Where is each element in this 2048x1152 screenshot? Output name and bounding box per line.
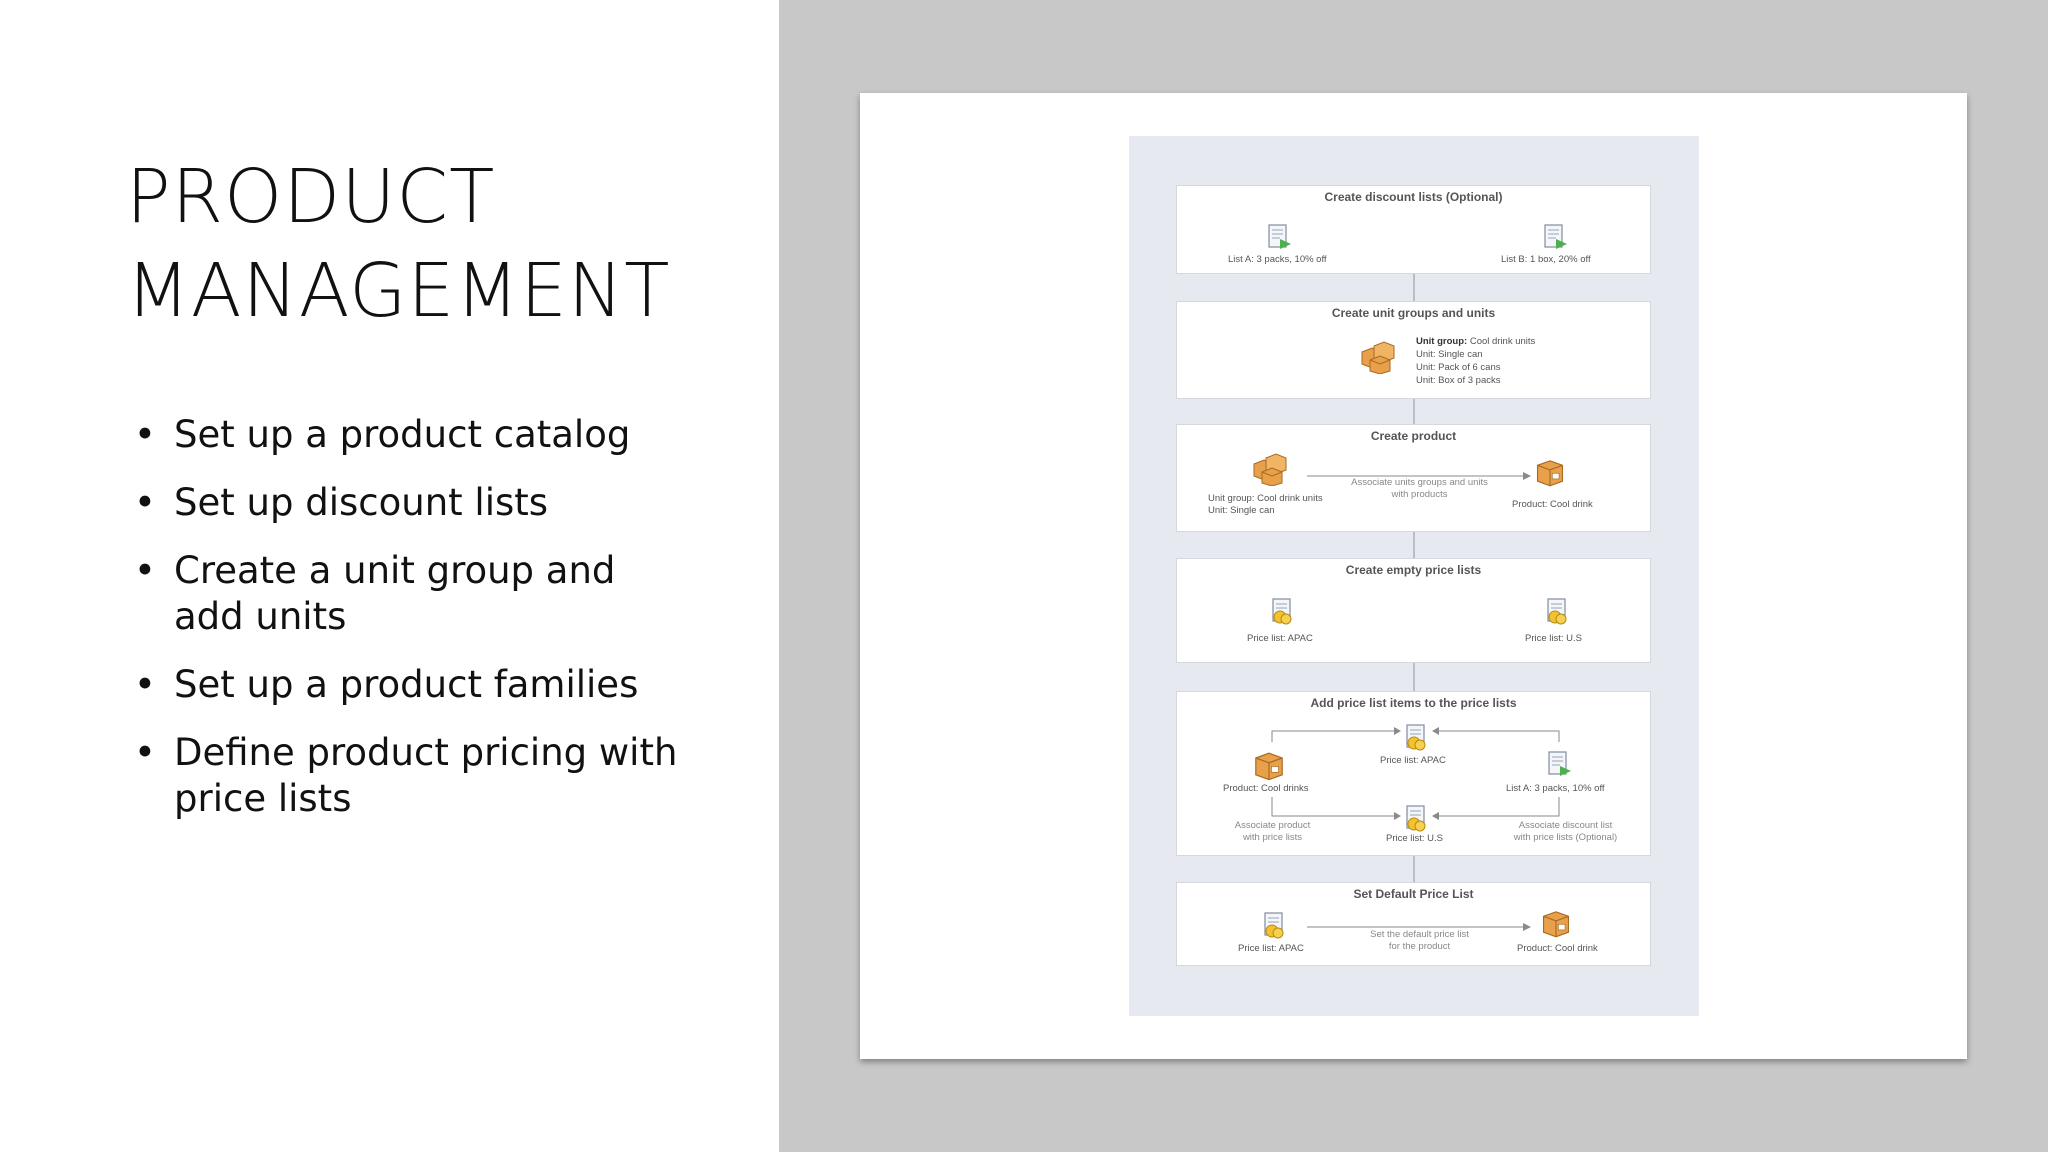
document-arrow-icon xyxy=(1540,222,1570,252)
step-title: Add price list items to the price lists xyxy=(1310,696,1517,710)
step-connector xyxy=(1413,531,1415,558)
step-create-unit-groups: Create unit groups and units Unit group:… xyxy=(1176,301,1651,399)
step-add-price-list-items: Add price list items to the price lists … xyxy=(1176,691,1651,856)
bullet-list: Set up a product catalog Set up discount… xyxy=(134,412,694,844)
step-title: Create unit groups and units xyxy=(1331,306,1496,320)
discount-list-a-label: List A: 3 packs, 10% off xyxy=(1228,254,1327,265)
price-list-us-label: Price list: U.S xyxy=(1386,833,1444,844)
product-label: Product: Cool drink xyxy=(1512,499,1593,510)
associate-discount-note-line-1: Associate discount list xyxy=(1518,820,1613,831)
step-create-product: Create product Unit group: Cool drink un… xyxy=(1176,424,1651,532)
step-create-price-lists: Create empty price lists Price list: APA… xyxy=(1176,558,1651,663)
price-list-apac-label: Price list: APAC xyxy=(1247,633,1313,644)
step-title: Create product xyxy=(1370,429,1457,443)
bullet-item: Define product pricing with price lists xyxy=(134,730,694,822)
discount-list-b-label: List B: 1 box, 20% off xyxy=(1501,254,1591,265)
associate-units-note: Associate units groups and units with pr… xyxy=(1327,477,1512,501)
unit-line: Unit: Single can xyxy=(1416,349,1483,360)
box-icon xyxy=(1533,454,1567,488)
set-default-note-line-2: for the product xyxy=(1388,941,1451,952)
bullet-item: Set up a product families xyxy=(134,662,694,708)
box-icon xyxy=(1251,746,1287,782)
box-stack-icon xyxy=(1252,452,1288,486)
product-label: Product: Cool drink xyxy=(1517,943,1598,954)
associate-discount-note: Associate discount list with price lists… xyxy=(1493,820,1638,844)
step-title: Create empty price lists xyxy=(1345,563,1482,577)
left-panel: PRODUCT MANAGEMENT Set up a product cata… xyxy=(0,0,779,1152)
bullet-item: Create a unit group and add units xyxy=(134,548,694,640)
unit-group-summary-line-1: Unit group: Cool drink units xyxy=(1208,493,1323,504)
document-arrow-icon xyxy=(1264,222,1294,252)
step-connector xyxy=(1413,273,1415,301)
flow-connectors xyxy=(1271,727,1560,820)
step-connector xyxy=(1413,855,1415,883)
unit-group-value: Cool drink units xyxy=(1467,336,1536,347)
step-connector xyxy=(1413,662,1415,691)
set-default-note-line-1: Set the default price list xyxy=(1370,929,1469,940)
unit-group-label: Unit group: xyxy=(1416,336,1468,347)
unit-group-line: Unit group: Cool drink units xyxy=(1416,335,1535,348)
set-default-note: Set the default price list for the produ… xyxy=(1327,929,1512,953)
step-set-default-price-list: Set Default Price List Price list: APAC … xyxy=(1176,882,1651,966)
associate-units-note-line-2: with products xyxy=(1391,489,1448,500)
price-list-icon xyxy=(1267,596,1297,626)
discount-list-label: List A: 3 packs, 10% off xyxy=(1506,783,1605,794)
bullet-item: Set up a product catalog xyxy=(134,412,694,458)
document-arrow-icon xyxy=(1544,749,1574,779)
unit-group-summary-line-2: Unit: Single can xyxy=(1208,505,1275,516)
step-connector xyxy=(1413,398,1415,424)
unit-line: Unit: Pack of 6 cans xyxy=(1416,362,1501,373)
bullet-item: Set up discount lists xyxy=(134,480,694,526)
unit-line: Unit: Box of 3 packs xyxy=(1416,375,1501,386)
slide-title: PRODUCT MANAGEMENT xyxy=(126,150,670,338)
box-icon xyxy=(1539,905,1573,939)
price-list-apac-label: Price list: APAC xyxy=(1380,755,1446,766)
price-list-icon xyxy=(1401,722,1431,752)
price-list-icon xyxy=(1259,910,1289,940)
price-list-icon xyxy=(1542,596,1572,626)
associate-product-note-line-1: Associate product xyxy=(1234,820,1311,831)
associate-discount-note-line-2: with price lists (Optional) xyxy=(1513,832,1618,843)
unit-group-details: Unit group: Cool drink units Unit: Singl… xyxy=(1416,335,1535,387)
price-list-us-label: Price list: U.S xyxy=(1525,633,1583,644)
product-label: Product: Cool drinks xyxy=(1223,783,1309,794)
associate-units-note-line-1: Associate units groups and units xyxy=(1351,477,1488,488)
associate-product-note: Associate product with price lists xyxy=(1215,820,1330,844)
price-list-apac-label: Price list: APAC xyxy=(1238,943,1304,954)
slide-title-line-1: PRODUCT xyxy=(126,154,496,240)
arrow-right-icon xyxy=(1307,923,1531,931)
unit-group-summary: Unit group: Cool drink units Unit: Singl… xyxy=(1208,493,1323,517)
arrow-right-icon xyxy=(1307,472,1531,480)
step-title: Set Default Price List xyxy=(1353,887,1474,901)
step-create-discount-lists: Create discount lists (Optional) List A:… xyxy=(1176,185,1651,274)
slide-title-line-2: MANAGEMENT xyxy=(126,248,671,334)
box-stack-icon xyxy=(1360,340,1396,374)
step-title: Create discount lists (Optional) xyxy=(1324,190,1503,204)
associate-product-note-line-2: with price lists xyxy=(1242,832,1303,843)
price-list-icon xyxy=(1401,803,1431,833)
